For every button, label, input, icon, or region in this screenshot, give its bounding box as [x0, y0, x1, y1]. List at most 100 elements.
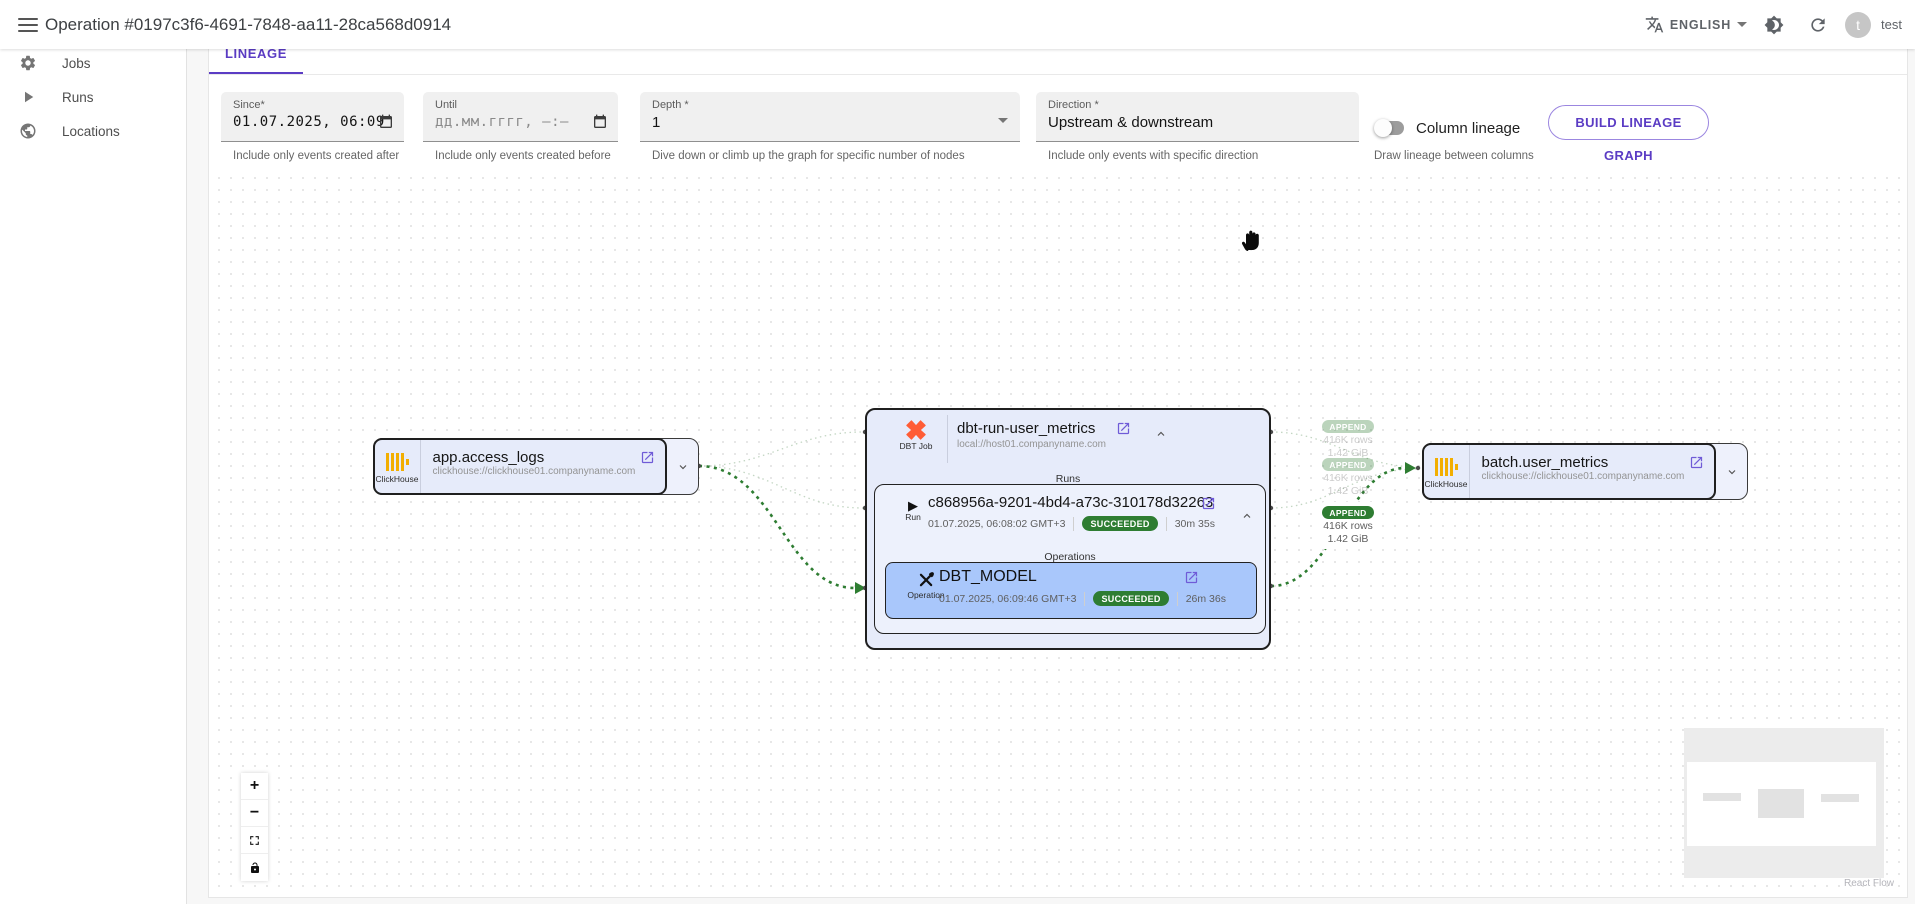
lock-open-icon: [250, 862, 259, 873]
language-selector[interactable]: ENGLISH: [1645, 15, 1748, 34]
sidebar-item-label: Runs: [62, 89, 94, 105]
sidebar-item-runs[interactable]: Runs: [0, 80, 186, 114]
chevron-down-icon: [1726, 466, 1738, 478]
minimap-node: [1703, 793, 1741, 801]
open-in-new-icon[interactable]: [1201, 496, 1216, 511]
menu-icon[interactable]: [16, 14, 40, 34]
job-subtitle: local://host01.companyname.com: [957, 439, 1106, 450]
operation-duration: 26m 36s: [1185, 592, 1226, 605]
minimap-node: [1821, 794, 1859, 802]
build-lineage-graph-button[interactable]: BUILD LINEAGE GRAPH: [1548, 105, 1709, 163]
operation-row-dbt-model[interactable]: Operation DBT_MODEL 01.07.2025, 06:09:46…: [885, 562, 1257, 619]
language-label: ENGLISH: [1669, 17, 1732, 32]
fit-view-icon: [250, 835, 259, 845]
edge-label-append: APPEND 416K rows 1.42 GiB: [1321, 502, 1375, 549]
open-in-new-icon[interactable]: [1184, 570, 1199, 585]
user-name: test: [1881, 17, 1902, 32]
since-field[interactable]: Since* 01.07.2025, 06:09: [221, 92, 404, 142]
until-field[interactable]: Until дд.мм.гггг, –:–: [423, 92, 618, 142]
play-icon: [19, 88, 37, 106]
until-helper: Include only events created before: [435, 150, 611, 162]
direction-helper: Include only events with specific direct…: [1048, 150, 1259, 162]
direction-select[interactable]: Direction * Upstream & downstream: [1036, 92, 1359, 142]
tab-lineage[interactable]: LINEAGE: [209, 49, 303, 74]
operation-timestamp: 01.07.2025, 06:09:46 GMT+3: [939, 592, 1077, 605]
avatar[interactable]: t: [1845, 11, 1872, 38]
sidebar-item-label: Locations: [62, 123, 120, 139]
page-title: Operation #0197c3f6-4691-7848-aa11-28ca5…: [45, 15, 452, 34]
minimap[interactable]: [1684, 728, 1884, 878]
column-lineage-label: Column lineage: [1416, 120, 1521, 137]
edge-label-append: APPEND 416K rows 1.42 GiB: [1322, 420, 1374, 459]
chevron-down-icon: [1737, 22, 1748, 27]
calendar-icon[interactable]: [592, 114, 608, 130]
zoom-in-button[interactable]: +: [241, 773, 268, 800]
edge-label-append: APPEND 416K rows 1.42 GiB: [1322, 458, 1374, 497]
job-node-dbt-run-user-metrics[interactable]: DBT Job dbt-run-user_metrics local://hos…: [865, 408, 1271, 650]
operation-title: DBT_MODEL: [939, 568, 1037, 585]
minimap-node: [1758, 789, 1804, 818]
run-duration: 30m 35s: [1174, 517, 1215, 530]
open-in-new-icon[interactable]: [640, 450, 655, 465]
dbt-icon: DBT Job: [889, 419, 943, 451]
since-helper: Include only events created after: [233, 150, 400, 162]
lock-button[interactable]: [241, 854, 268, 881]
zoom-out-button[interactable]: −: [241, 800, 268, 827]
refresh-icon: [1811, 17, 1825, 32]
job-title: dbt-run-user_metrics: [957, 420, 1096, 437]
chevron-down-icon: [998, 118, 1008, 123]
app-bar: Operation #0197c3f6-4691-7848-aa11-28ca5…: [0, 0, 1915, 49]
job-header[interactable]: DBT Job dbt-run-user_metrics local://hos…: [867, 410, 1269, 470]
chevron-up-icon[interactable]: [1241, 510, 1253, 522]
open-in-new-icon[interactable]: [1116, 421, 1131, 436]
sidebar-item-label: Jobs: [62, 55, 91, 71]
grab-cursor-icon: [1241, 230, 1259, 251]
open-in-new-icon[interactable]: [1689, 455, 1704, 470]
expand-button[interactable]: [667, 439, 698, 494]
operation-status-badge: SUCCEEDED: [1093, 591, 1169, 606]
until-placeholder[interactable]: дд.мм.гггг, –:–: [435, 114, 569, 130]
direction-value: Upstream & downstream: [1048, 114, 1214, 131]
column-lineage-helper: Draw lineage between columns: [1374, 150, 1534, 162]
sidebar: Jobs Runs Locations: [0, 49, 187, 904]
chevron-down-icon: [677, 461, 689, 473]
dataset-subtitle: clickhouse://clickhouse01.companyname.co…: [1481, 470, 1685, 482]
globe-icon: [19, 122, 37, 140]
fit-view-button[interactable]: [241, 827, 268, 854]
react-flow-attribution: React Flow: [1844, 878, 1895, 889]
depth-select[interactable]: Depth * 1: [640, 92, 1020, 142]
lineage-canvas[interactable]: ClickHouse app.access_logs clickhouse://…: [209, 168, 1907, 897]
dataset-subtitle: clickhouse://clickhouse01.companyname.co…: [432, 465, 636, 477]
dark-mode-icon: [1764, 15, 1784, 34]
runs-section-label: Runs: [1055, 473, 1081, 485]
sidebar-item-jobs[interactable]: Jobs: [0, 46, 186, 80]
calendar-icon[interactable]: [378, 114, 394, 130]
clickhouse-icon: ClickHouse: [375, 439, 421, 493]
dataset-node-app-access-logs[interactable]: ClickHouse app.access_logs clickhouse://…: [372, 437, 699, 495]
main-content: LINEAGE Since* 01.07.2025, 06:09 Include…: [208, 49, 1908, 898]
translate-icon: [1645, 15, 1664, 34]
dataset-title: app.access_logs: [432, 448, 545, 466]
runs-panel: ▶ Run c868956a-9201-4bd4-a73c-310178d322…: [874, 484, 1266, 634]
minimap-viewport: [1687, 762, 1876, 846]
run-status-badge: SUCCEEDED: [1082, 516, 1158, 531]
since-value[interactable]: 01.07.2025, 06:09: [233, 114, 385, 130]
dataset-node-batch-user-metrics[interactable]: ClickHouse batch.user_metrics clickhouse…: [1421, 442, 1748, 500]
operation-tools-icon: Operation: [902, 570, 950, 600]
sidebar-item-locations[interactable]: Locations: [0, 114, 186, 148]
depth-helper: Dive down or climb up the graph for spec…: [652, 150, 965, 162]
gear-icon: [19, 54, 37, 72]
refresh-button[interactable]: [1801, 8, 1835, 42]
chevron-up-icon[interactable]: [1155, 428, 1167, 440]
theme-toggle-button[interactable]: [1757, 8, 1791, 42]
column-lineage-toggle[interactable]: [1374, 119, 1406, 137]
tab-bar: LINEAGE: [209, 49, 1907, 75]
run-id: c868956a-9201-4bd4-a73c-310178d32263: [928, 494, 1214, 511]
canvas-controls: + −: [241, 773, 268, 881]
bottom-strip: [208, 898, 1908, 904]
depth-value: 1: [652, 114, 661, 131]
run-icon: ▶ Run: [905, 498, 921, 522]
clickhouse-icon: ClickHouse: [1424, 444, 1470, 498]
tab-indicator: [209, 72, 303, 74]
expand-button[interactable]: [1716, 444, 1747, 499]
